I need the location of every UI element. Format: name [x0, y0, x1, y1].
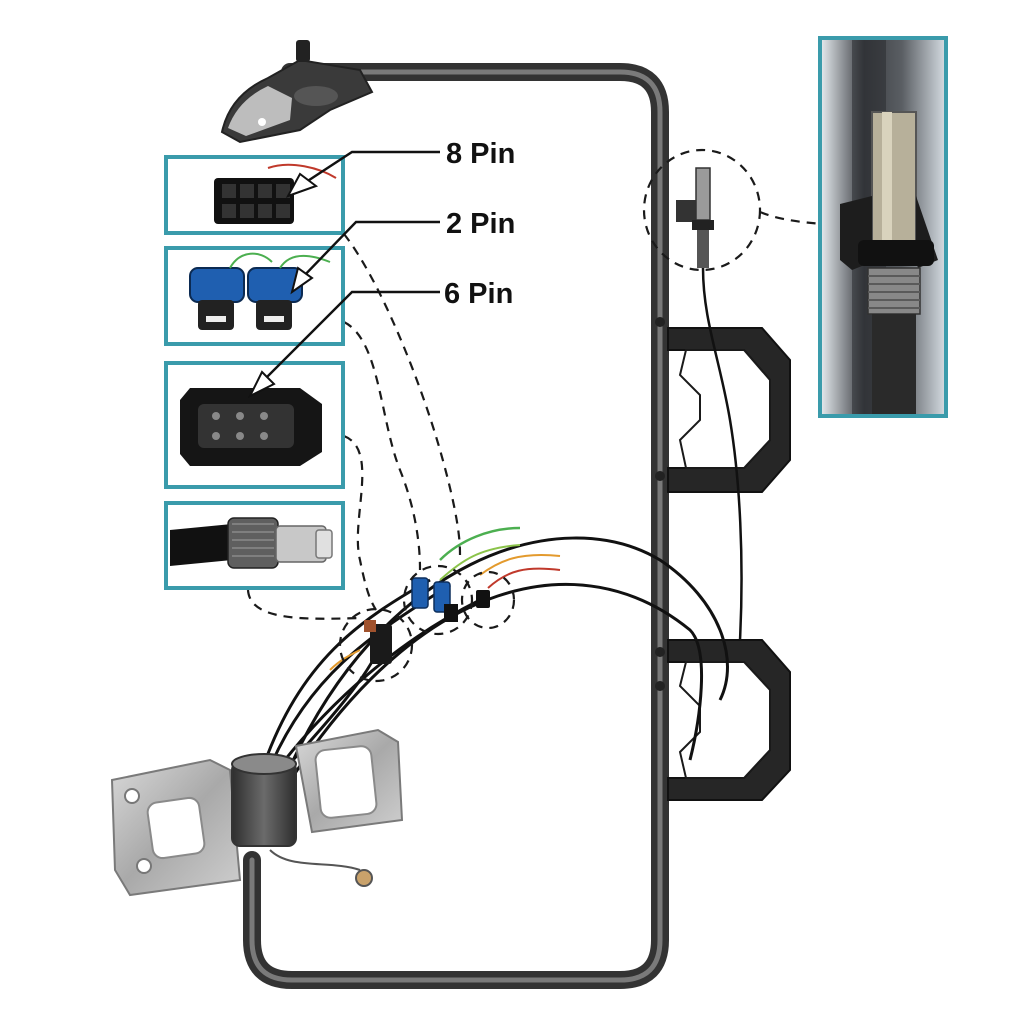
callout-2pin — [164, 246, 345, 346]
callout-dashes — [246, 148, 823, 683]
label-2-pin: 2 Pin — [446, 208, 515, 240]
leader-lines — [247, 150, 440, 399]
callout-6pin — [164, 361, 345, 489]
harness-connectors — [364, 577, 490, 664]
callout-coax — [164, 501, 345, 590]
callout-8pin — [164, 155, 345, 235]
antenna-stud-zoom-icon — [840, 111, 938, 414]
connector-8pin-icon — [214, 163, 337, 224]
top-mount-bracket — [220, 40, 374, 144]
connector-6pin-icon — [180, 388, 322, 466]
mirror-frame — [243, 63, 669, 989]
label-6-pin: 6 Pin — [444, 278, 513, 310]
connector-2pin-icon — [189, 252, 331, 330]
callout-antenna-zoom — [818, 36, 948, 418]
mirror-bracket-lower — [667, 639, 791, 801]
label-8-pin: 8 Pin — [446, 138, 515, 170]
coax-connector-icon — [170, 517, 333, 569]
bottom-mount-plate — [110, 728, 404, 897]
mirror-bracket-upper — [667, 327, 791, 493]
antenna-stud-icon — [676, 167, 743, 641]
